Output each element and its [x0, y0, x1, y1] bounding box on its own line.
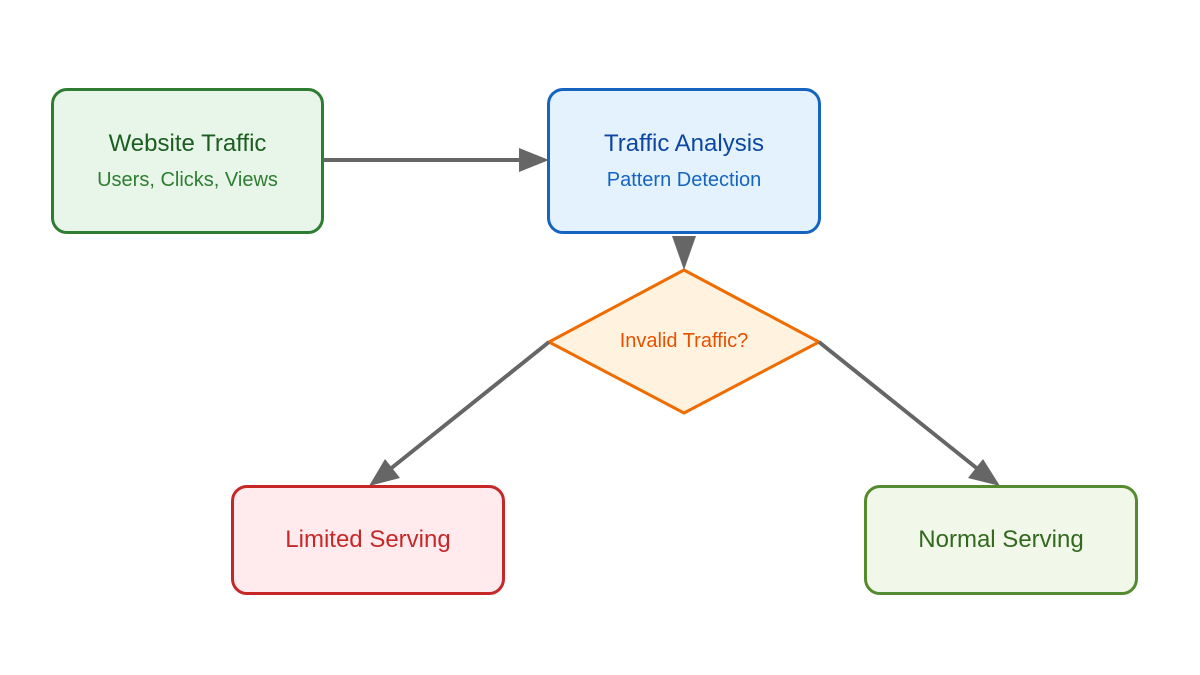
node-traffic-analysis: Traffic Analysis Pattern Detection	[547, 88, 821, 234]
node-title: Normal Serving	[918, 526, 1084, 553]
node-title: Limited Serving	[285, 526, 451, 553]
decision-diamond	[547, 268, 821, 415]
arrowhead-into-traffic-analysis	[519, 148, 549, 172]
node-title: Traffic Analysis	[603, 130, 765, 157]
node-normal-serving: Normal Serving	[864, 485, 1138, 595]
arrowhead-into-decision	[672, 236, 696, 270]
node-website-traffic: Website Traffic Users, Clicks, Views	[51, 88, 324, 234]
arrowhead-into-limited-serving	[369, 459, 400, 486]
edge-decision-to-normal-serving	[817, 340, 986, 476]
decision-label: Invalid Traffic?	[619, 330, 749, 352]
node-subtitle: Pattern Detection	[606, 169, 762, 191]
edge-decision-to-limited-serving	[382, 340, 551, 476]
node-subtitle: Users, Clicks, Views	[97, 169, 278, 191]
node-limited-serving: Limited Serving	[231, 485, 505, 595]
arrowhead-into-normal-serving	[968, 459, 1000, 486]
node-title: Website Traffic	[108, 130, 267, 157]
edge-group	[324, 148, 1000, 486]
